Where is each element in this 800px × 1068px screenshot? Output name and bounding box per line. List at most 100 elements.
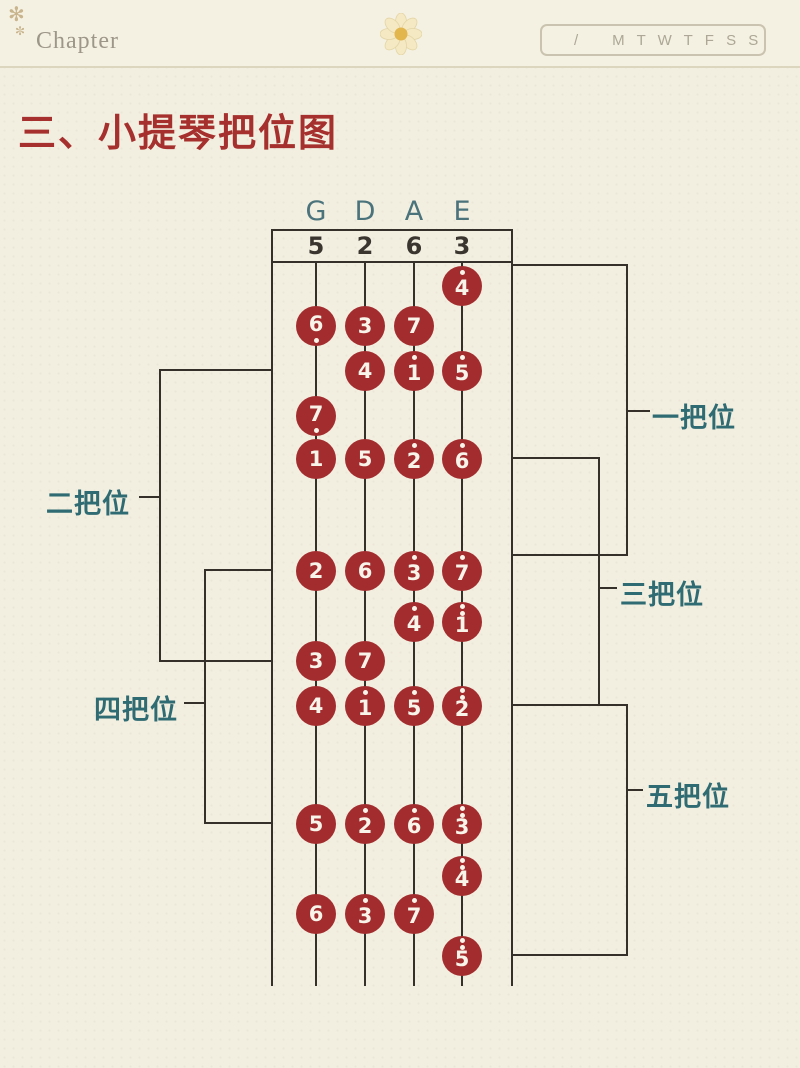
- note-number: 3: [357, 313, 373, 338]
- note-number: 6: [454, 448, 470, 473]
- bracket-pos2-bottom: [160, 660, 272, 662]
- note-number: 7: [406, 903, 422, 928]
- bracket-pos5-tick: [628, 789, 643, 791]
- position-label-1: 一把位: [652, 403, 736, 434]
- note-circle-d-row5: 5: [345, 439, 385, 479]
- octave-dot: [411, 555, 417, 560]
- bracket-pos2-top: [160, 369, 272, 371]
- note-number: 1: [357, 695, 373, 720]
- bracket-pos1-vert: [626, 264, 628, 556]
- fingerboard-right-edge: [511, 230, 513, 986]
- octave-dot: [459, 611, 465, 616]
- octave-dot: [411, 690, 417, 695]
- bracket-pos5-top: [513, 704, 628, 706]
- note-circle-a-row12: 7: [394, 894, 434, 934]
- bracket-pos2-tick: [139, 496, 160, 498]
- position-label-2: 二把位: [46, 489, 130, 520]
- string-d: [364, 262, 366, 986]
- page-header: ✻ ✼ Chapter / M T W T F S S: [0, 0, 800, 68]
- octave-dot: [459, 270, 465, 275]
- note-number: 5: [454, 360, 470, 385]
- bracket-pos4-vert: [204, 569, 206, 824]
- page-title: 三、小提琴把位图: [18, 111, 339, 155]
- note-number: 7: [406, 313, 422, 338]
- bracket-pos4-top: [205, 569, 272, 571]
- note-number: 2: [406, 448, 422, 473]
- note-number: 7: [308, 401, 324, 426]
- octave-dot: [459, 688, 465, 693]
- octave-dot: [411, 808, 417, 813]
- note-circle-d-row10: 2: [345, 804, 385, 844]
- bracket-pos5-vert: [626, 704, 628, 956]
- corner-star-icon: ✼: [15, 24, 26, 38]
- note-circle-a-row9: 5: [394, 686, 434, 726]
- octave-dot: [411, 606, 417, 611]
- position-label-3: 三把位: [620, 580, 704, 611]
- fingerboard-left-edge: [271, 230, 273, 986]
- note-circle-a-row5: 2: [394, 439, 434, 479]
- note-circle-a-row10: 6: [394, 804, 434, 844]
- bracket-pos4-tick: [184, 702, 205, 704]
- daisy-icon: [379, 12, 423, 60]
- note-number: 5: [406, 695, 422, 720]
- note-number: 1: [308, 446, 324, 471]
- octave-dot: [459, 858, 465, 863]
- note-number: 2: [357, 813, 373, 838]
- note-circle-g-row5: 1: [296, 439, 336, 479]
- note-circle-g-row8: 3: [296, 641, 336, 681]
- chapter-label: Chapter: [36, 28, 119, 54]
- corner-flower-icon: ✻: [8, 4, 25, 26]
- string-letter-d: D: [354, 196, 376, 227]
- note-circle-e-row1: 4: [442, 266, 482, 306]
- note-circle-d-row6: 6: [345, 551, 385, 591]
- open-note-e: 3: [453, 232, 471, 260]
- note-circle-e-row13: 5: [442, 936, 482, 976]
- bracket-pos3-top: [513, 457, 600, 459]
- note-number: 7: [454, 560, 470, 585]
- octave-dot: [459, 945, 465, 950]
- note-circle-a-row7: 4: [394, 602, 434, 642]
- string-g: [315, 262, 317, 986]
- octave-dot: [362, 808, 368, 813]
- note-number: 4: [454, 867, 470, 891]
- bracket-pos1-tick: [628, 410, 650, 412]
- note-circle-d-row9: 1: [345, 686, 385, 726]
- note-circle-g-row4: 7: [296, 396, 336, 436]
- bracket-pos4-bottom: [205, 822, 272, 824]
- note-circle-g-row12: 6: [296, 894, 336, 934]
- octave-dot: [313, 338, 319, 343]
- note-circle-e-row5: 6: [442, 439, 482, 479]
- note-circle-g-row10: 5: [296, 804, 336, 844]
- octave-dot: [362, 898, 368, 903]
- octave-dot: [411, 355, 417, 360]
- string-letter-e: E: [453, 196, 471, 227]
- note-number: 3: [454, 815, 470, 839]
- nut-top-line: [271, 229, 513, 231]
- note-circle-e-row3: 5: [442, 351, 482, 391]
- string-letter-a: A: [404, 196, 424, 227]
- note-number: 4: [406, 611, 422, 636]
- bracket-pos2-vert: [159, 369, 161, 662]
- octave-dot: [459, 355, 465, 360]
- note-circle-g-row9: 4: [296, 686, 336, 726]
- bracket-pos5-bottom: [513, 954, 628, 956]
- string-letter-g: G: [305, 196, 327, 227]
- bracket-pos1-top: [513, 264, 628, 266]
- bracket-pos3-vert: [598, 457, 600, 706]
- octave-dot: [313, 428, 319, 433]
- note-number: 2: [454, 697, 470, 721]
- note-circle-e-row11: 4: [442, 856, 482, 896]
- note-circle-e-row10: 3: [442, 804, 482, 844]
- note-circle-d-row12: 3: [345, 894, 385, 934]
- nut-bottom-line: [271, 261, 513, 263]
- note-circle-e-row7: 1: [442, 602, 482, 642]
- note-circle-g-row2: 6: [296, 306, 336, 346]
- note-number: 4: [454, 275, 470, 300]
- position-label-5: 五把位: [646, 782, 730, 813]
- bracket-pos1-bottom: [513, 554, 628, 556]
- note-number: 4: [357, 358, 373, 383]
- week-days: M T W T F S S: [612, 31, 763, 49]
- note-number: 1: [406, 360, 422, 385]
- open-note-d: 2: [356, 232, 374, 260]
- note-number: 5: [308, 811, 324, 836]
